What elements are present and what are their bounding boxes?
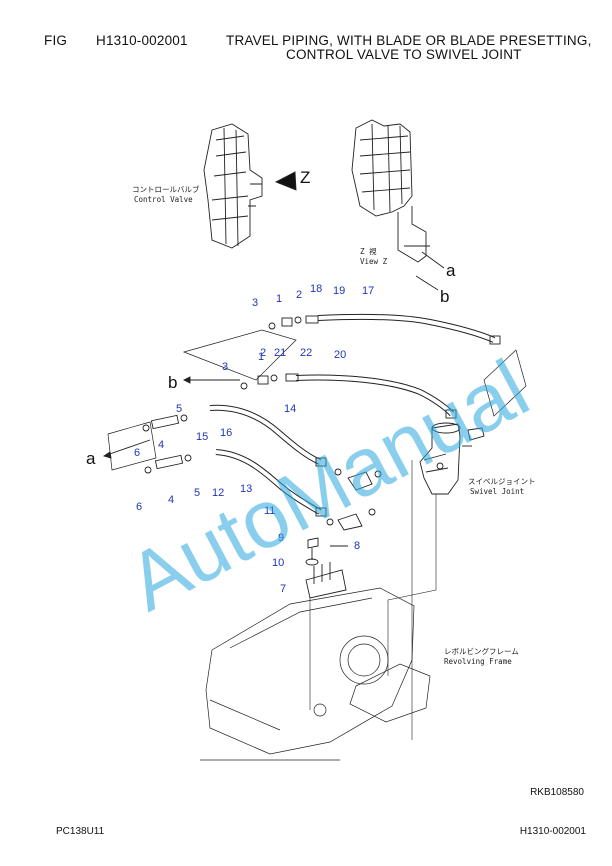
swivel-joint-label-en: Swivel Joint [470, 487, 524, 496]
callout-10: 10 [272, 557, 284, 569]
callout-16: 16 [220, 427, 232, 439]
clamp-bracket-7 [305, 569, 347, 599]
callout-9: 9 [278, 532, 284, 544]
callout-15: 15 [196, 431, 208, 443]
view-z-label-jp: Z 視 [360, 247, 377, 256]
control-valve-label-jp: コントロールバルブ [132, 184, 200, 194]
control-valve-illustration-left [203, 123, 263, 249]
control-valve-label-en: Control Valve [134, 195, 193, 204]
page-code: H1310-002001 [519, 826, 586, 837]
callout-1-lower: 1 [258, 351, 264, 363]
callout-22: 22 [300, 347, 312, 359]
ref-a-lower: a [86, 449, 96, 468]
callout-21: 21 [274, 347, 286, 359]
callout-20: 20 [334, 349, 346, 361]
fitting-1-lower [257, 375, 269, 385]
figure-code: H1310-002001 [96, 33, 188, 48]
oring-2-upper [294, 316, 302, 324]
callout-12: 12 [212, 487, 224, 499]
figure-title-line2: CONTROL VALVE TO SWIVEL JOINT [286, 47, 522, 62]
callout-2-upper: 2 [296, 289, 302, 301]
callout-19: 19 [333, 285, 345, 297]
callout-2-lower: 2 [260, 347, 266, 359]
control-valve-illustration-right [351, 119, 430, 263]
fitting-1-upper [281, 317, 293, 327]
bolt-9 [307, 537, 319, 560]
callout-14: 14 [284, 403, 296, 415]
figure-title-line1: TRAVEL PIPING, WITH BLADE OR BLADE PRESE… [226, 33, 592, 48]
elbow-4-lower [154, 454, 184, 470]
callout-7: 7 [280, 583, 286, 595]
callout-17: 17 [362, 285, 374, 297]
z-view-arrow [274, 171, 297, 191]
ref-a-upper: a [446, 261, 456, 280]
callout-13: 13 [240, 483, 252, 495]
leader-outline-upper [182, 329, 297, 381]
callout-3-upper: 3 [252, 297, 258, 309]
swivel-joint-illustration [419, 422, 485, 495]
callout-3-lower: 3 [222, 361, 228, 373]
z-arrow-label: Z [300, 168, 310, 187]
arrow-b-upper [415, 275, 439, 291]
oring-3-lower [240, 382, 248, 390]
callout-4-lower: 4 [168, 494, 174, 506]
view-z-label-en: View Z [360, 257, 388, 266]
ref-b-upper: b [440, 287, 449, 306]
arrow-a-lower [103, 439, 151, 457]
model-code: PC138U11 [56, 826, 105, 837]
callout-1-upper: 1 [276, 293, 282, 305]
ref-b-lower: b [168, 373, 177, 392]
oring-3-upper [268, 322, 276, 330]
revolving-frame-label-en: Revolving Frame [444, 657, 512, 666]
elbow-4-upper [150, 414, 180, 430]
callout-5-lower: 5 [194, 487, 200, 499]
callout-6-upper: 6 [134, 447, 140, 459]
callout-8: 8 [354, 540, 360, 552]
drawing-reference: RKB108580 [530, 787, 584, 798]
callout-18: 18 [310, 283, 322, 295]
callout-6-lower: 6 [136, 501, 142, 513]
arrow-a-upper [421, 251, 445, 269]
callout-11: 11 [264, 505, 275, 517]
washer-10 [305, 558, 319, 566]
oring-2-lower [270, 374, 278, 382]
swivel-joint-label-jp: スイベルジョイント [468, 477, 536, 486]
fig-label: FIG [44, 33, 68, 48]
callout-4-upper: 4 [158, 439, 164, 451]
callout-5-upper: 5 [176, 403, 182, 415]
revolving-frame-illustration [200, 587, 431, 761]
revolving-frame-label-jp: レボルビングフレーム [444, 646, 519, 656]
